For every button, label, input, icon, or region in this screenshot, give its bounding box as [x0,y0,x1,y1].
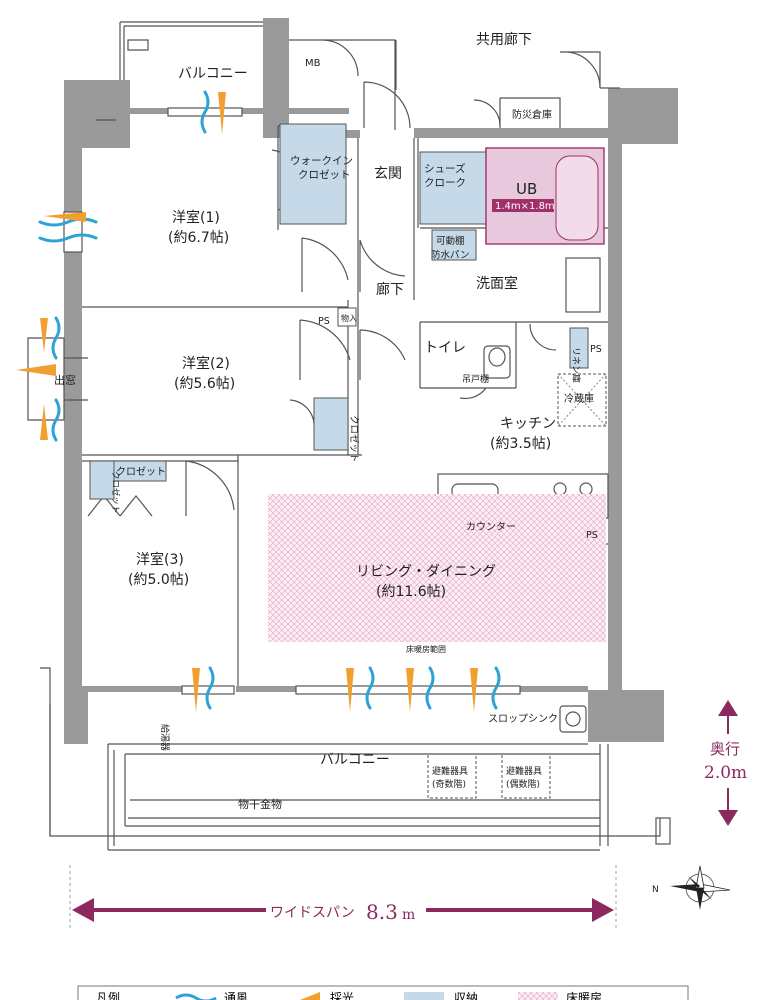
label-toilet: トイレ [424,340,466,356]
label-counter: カウンター [466,521,516,533]
label-evac-odd-1: 避難器具 [432,765,468,777]
label-fridge: 冷蔵庫 [564,392,594,405]
label-movable-shelf: 可動棚 [436,235,465,247]
label-washroom: 洗面室 [476,275,518,292]
floor-heating-area [268,494,606,642]
column-left-top [64,80,130,148]
compass-north-label: N [652,885,659,895]
label-living-area: (約11.6帖) [376,584,446,600]
label-hallway: 廊下 [376,281,404,298]
storage-in-area [337,307,357,327]
label-balcony-top: バルコニー [178,66,248,82]
legend-storage: 収納 [454,991,478,1000]
legend-title: 凡例 [96,991,120,1000]
label-disaster-storage: 防災倉庫 [512,108,552,121]
legend-ventilation-icon [175,993,217,1000]
compass-icon: N [652,865,731,910]
legend-ventilation: 通風 [224,991,248,1000]
label-waterproof-pan: 防水パン [431,249,469,261]
label-hanging-shelf: 吊戸棚 [462,373,489,385]
label-bedroom1-area: (約6.7帖) [168,230,229,246]
label-bedroom2-area: (約5.6帖) [174,376,235,392]
label-water-heater: 給湯器 [159,724,171,751]
label-shoes-2: クローク [424,177,466,189]
label-linen: リネン庫 [570,347,582,383]
depth-label: 奥行 [710,740,740,758]
walls [64,18,678,744]
linen-area [569,327,589,369]
label-bedroom2-name: 洋室(2) [182,355,230,372]
label-bedroom1-name: 洋室(1) [172,209,220,226]
label-floor-heating-area: 床暖房範囲 [406,644,446,654]
depth-dimension: 奥行 2.0m [700,700,758,826]
span-unit: m [402,907,415,923]
label-evac-even-2: (偶数階) [506,778,540,790]
column-left-bottom [64,686,88,744]
label-ps-3: PS [586,530,598,541]
label-bedroom3-area: (約5.0帖) [128,572,189,588]
column-right-top [608,88,678,144]
wall-mb [263,18,289,138]
label-closet-bedroom3-a: クロゼット [110,471,121,514]
label-ub: UB [516,180,537,198]
legend-daylight: 採光 [330,991,354,1000]
label-bay-window: 出窓 [54,373,76,387]
closet-bedroom2 [313,397,349,451]
label-closet-bedroom3-b: クロゼット [116,466,166,478]
legend: 凡例 通風 採光 収納 床暖房 [77,985,689,1000]
label-ub-size: 1.4m×1.8m [495,201,555,212]
evac-odd-box [427,753,477,799]
shoes-cloak-area [419,151,487,225]
column-right-bottom [588,690,664,742]
label-evac-even-1: 避難器具 [506,765,542,777]
label-closet-bedroom2: クロゼット [348,415,360,463]
wall-left [64,148,82,688]
label-shoes-1: シューズ [424,162,465,175]
label-common-corridor: 共用廊下 [476,31,532,48]
label-kitchen-area: (約3.5帖) [490,436,551,452]
wall-right [608,144,622,692]
label-laundry-hanger: 物干金物 [238,797,282,811]
label-kitchen-name: キッチン [500,416,556,432]
label-entrance: 玄関 [374,165,402,182]
legend-storage-icon [404,992,444,1000]
label-ps-1: PS [318,316,330,327]
label-evac-odd-2: (奇数階) [432,778,466,790]
wall-top-right [414,128,608,138]
span-label: ワイドスパン [270,905,355,921]
evac-even-box [501,753,551,799]
label-slop-sink: スロップシンク [488,713,558,725]
legend-floor-heating: 床暖房 [566,990,602,1000]
label-walkin-2: クロゼット [298,169,351,181]
label-balcony-bottom: バルコニー [320,752,390,768]
label-storage-in: 物入 [341,313,357,323]
legend-daylight-icon [300,992,320,1000]
depth-value: 2.0m [704,763,747,783]
label-living-name: リビング・ダイニング [356,564,496,580]
span-dimension: ワイドスパン 8.3 m [69,865,617,930]
movable-shelf-area [431,229,477,261]
ventilation-icons [38,90,501,710]
label-mb: MB [305,58,321,69]
closet-bedroom3-b [113,460,167,482]
walkin-closet-area [279,123,347,225]
label-ps-2: PS [590,344,602,355]
daylight-icons [16,92,478,712]
label-walkin-1: ウォークイン [290,155,353,167]
legend-heating-icon [518,992,558,1000]
label-bedroom3-name: 洋室(3) [136,551,184,568]
storage-areas [89,123,589,500]
span-value: 8.3 [366,900,398,924]
